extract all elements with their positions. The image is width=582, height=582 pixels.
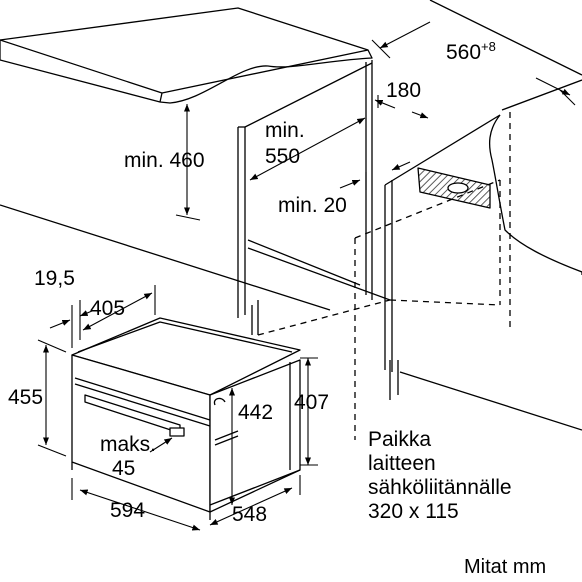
dim-180-label: 180 xyxy=(386,79,422,102)
units-label: Mitat mm xyxy=(464,556,547,578)
dim-max-45-line1: maks. xyxy=(100,433,157,456)
note-line: 320 x 115 xyxy=(368,500,459,523)
dim-min-460-label: min. 460 xyxy=(124,149,205,172)
dim-442-label: 442 xyxy=(238,401,274,424)
dim-min-20-label: min. 20 xyxy=(278,194,347,217)
dim-min-550-line2: 550 xyxy=(265,145,301,168)
dimension-lines xyxy=(38,22,575,530)
connection-note: Paikka laitteen sähköliitännälle 320 x 1… xyxy=(368,428,512,524)
dim-455-label: 455 xyxy=(8,386,44,409)
dim-560-label: 560+8 xyxy=(446,39,496,64)
dim-594-label: 594 xyxy=(110,499,146,522)
floor-lines xyxy=(0,205,582,430)
connection-area xyxy=(418,168,490,208)
countertop xyxy=(0,8,372,103)
side-wall xyxy=(385,0,582,275)
dashed-outline xyxy=(258,112,510,440)
cabinet-frame xyxy=(238,60,398,400)
dim-max-45-line2: 45 xyxy=(112,457,136,480)
dim-407-label: 407 xyxy=(294,391,330,414)
note-line: laitteen xyxy=(368,452,436,475)
dim-548-label: 548 xyxy=(232,503,268,526)
dim-19-5-label: 19,5 xyxy=(34,267,75,290)
dim-405-label: 405 xyxy=(90,297,126,320)
note-line: sähköliitännälle xyxy=(368,476,512,499)
note-line: Paikka xyxy=(368,428,432,451)
dim-min-550-line1: min. xyxy=(265,119,305,142)
